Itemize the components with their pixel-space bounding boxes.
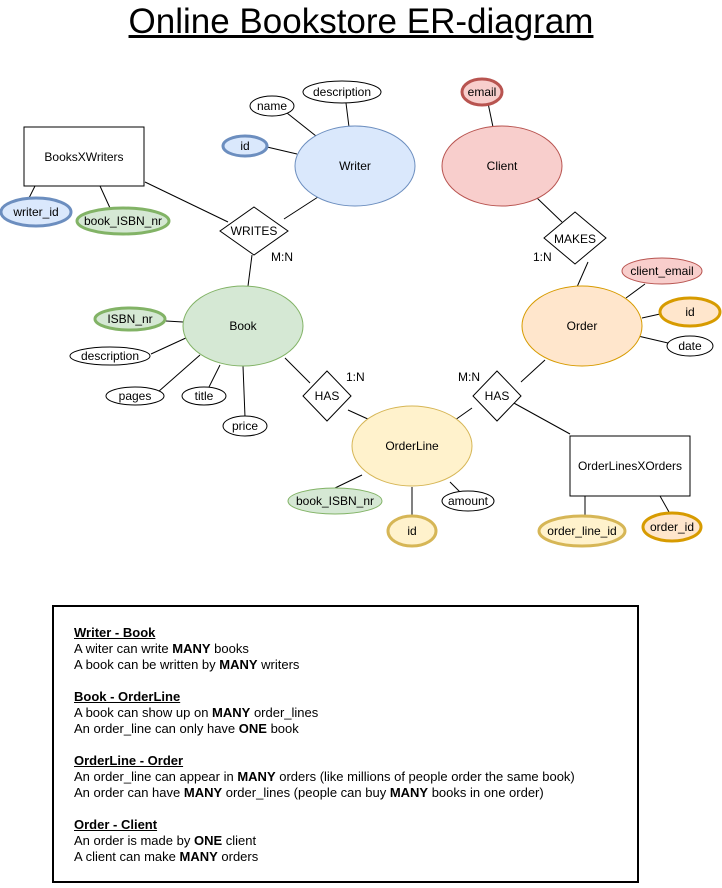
cardinality-has-order: M:N (458, 370, 480, 384)
attr-book-title: title (181, 386, 227, 406)
attr-orderline-book-isbn: book_ISBN_nr (287, 487, 383, 515)
svg-text:Client: Client (487, 159, 518, 173)
note-heading: Book - OrderLine (74, 689, 181, 704)
attr-olxo-order-line-id: order_line_id (537, 514, 627, 548)
note-heading: Order - Client (74, 817, 158, 832)
attr-orderline-id: id (386, 514, 438, 548)
note-heading: Writer - Book (74, 625, 156, 640)
note-line: A witer can write MANY books (74, 641, 249, 656)
entity-orderline: OrderLine (351, 405, 473, 487)
relationship-has-book-orderline: HAS (302, 370, 352, 422)
svg-text:title: title (195, 389, 214, 403)
svg-text:HAS: HAS (315, 389, 340, 403)
er-diagram: BooksXWriters OrderLinesXOrders WRITES M… (0, 77, 722, 548)
cardinality-has-book: 1:N (346, 370, 365, 384)
svg-text:writer_id: writer_id (12, 205, 58, 219)
attr-book-isbn: ISBN_nr (93, 306, 167, 332)
attr-bxw-writer-id: writer_id (0, 196, 73, 228)
note-line: A book can be written by MANY writers (74, 657, 300, 672)
svg-text:OrderLinesXOrders: OrderLinesXOrders (578, 459, 682, 473)
svg-text:date: date (678, 339, 702, 353)
note-line: A client can make MANY orders (74, 849, 259, 864)
svg-text:HAS: HAS (485, 389, 510, 403)
attr-bxw-book-isbn: book_ISBN_nr (75, 206, 171, 236)
svg-text:ISBN_nr: ISBN_nr (107, 312, 152, 326)
attr-writer-description: description (302, 80, 382, 104)
svg-text:book_ISBN_nr: book_ISBN_nr (296, 494, 374, 508)
svg-text:email: email (468, 85, 497, 99)
svg-text:description: description (313, 85, 371, 99)
entity-order: Order (521, 285, 643, 367)
relationship-makes: MAKES (543, 211, 607, 265)
attr-order-id: id (658, 296, 722, 328)
svg-text:pages: pages (119, 389, 152, 403)
attr-writer-name: name (249, 95, 295, 117)
diagram-title: Online Bookstore ER-diagram (128, 2, 594, 41)
attr-book-price: price (222, 415, 268, 437)
entity-writer: Writer (294, 125, 416, 207)
attr-writer-id: id (221, 134, 269, 158)
note-line: An order_line can only have ONE book (74, 721, 299, 736)
note-line: A book can show up on MANY order_lines (74, 705, 319, 720)
svg-text:book_ISBN_nr: book_ISBN_nr (84, 214, 162, 228)
svg-text:Order: Order (567, 319, 598, 333)
cardinality-writes: M:N (271, 250, 293, 264)
svg-text:MAKES: MAKES (554, 232, 596, 246)
svg-text:Book: Book (229, 319, 257, 333)
entity-client: Client (441, 125, 563, 207)
attr-orderline-amount: amount (441, 490, 495, 512)
svg-text:description: description (81, 349, 139, 363)
cardinality-makes: 1:N (533, 250, 552, 264)
svg-text:client_email: client_email (630, 264, 693, 278)
entity-book: Book (182, 285, 304, 367)
svg-text:id: id (407, 524, 416, 538)
svg-text:name: name (257, 99, 287, 113)
attr-order-date: date (666, 335, 714, 357)
svg-text:id: id (685, 305, 694, 319)
attr-book-pages: pages (105, 386, 165, 406)
note-line: An order_line can appear in MANY orders … (74, 769, 575, 784)
connector-lines (28, 102, 670, 517)
attr-order-client-email: client_email (621, 257, 703, 285)
svg-text:order_id: order_id (650, 520, 694, 534)
note-line: An order can have MANY order_lines (peop… (74, 785, 544, 800)
svg-text:id: id (240, 139, 249, 153)
relationship-has-orderline-order: HAS (472, 370, 522, 422)
attr-client-email: email (460, 77, 504, 107)
entity-orderlines-x-orders: OrderLinesXOrders (569, 435, 691, 497)
svg-text:BooksXWriters: BooksXWriters (44, 150, 123, 164)
svg-text:WRITES: WRITES (231, 224, 278, 238)
svg-text:amount: amount (448, 494, 489, 508)
attr-olxo-order-id: order_id (641, 511, 703, 543)
svg-text:OrderLine: OrderLine (385, 439, 439, 453)
note-line: An order is made by ONE client (74, 833, 257, 848)
attr-book-description: description (69, 346, 151, 366)
svg-text:order_line_id: order_line_id (547, 524, 616, 538)
svg-text:Writer: Writer (339, 159, 371, 173)
svg-text:price: price (232, 419, 258, 433)
entity-books-x-writers: BooksXWriters (23, 126, 145, 187)
relationship-writes: WRITES (219, 206, 289, 256)
note-heading: OrderLine - Order (74, 753, 184, 768)
